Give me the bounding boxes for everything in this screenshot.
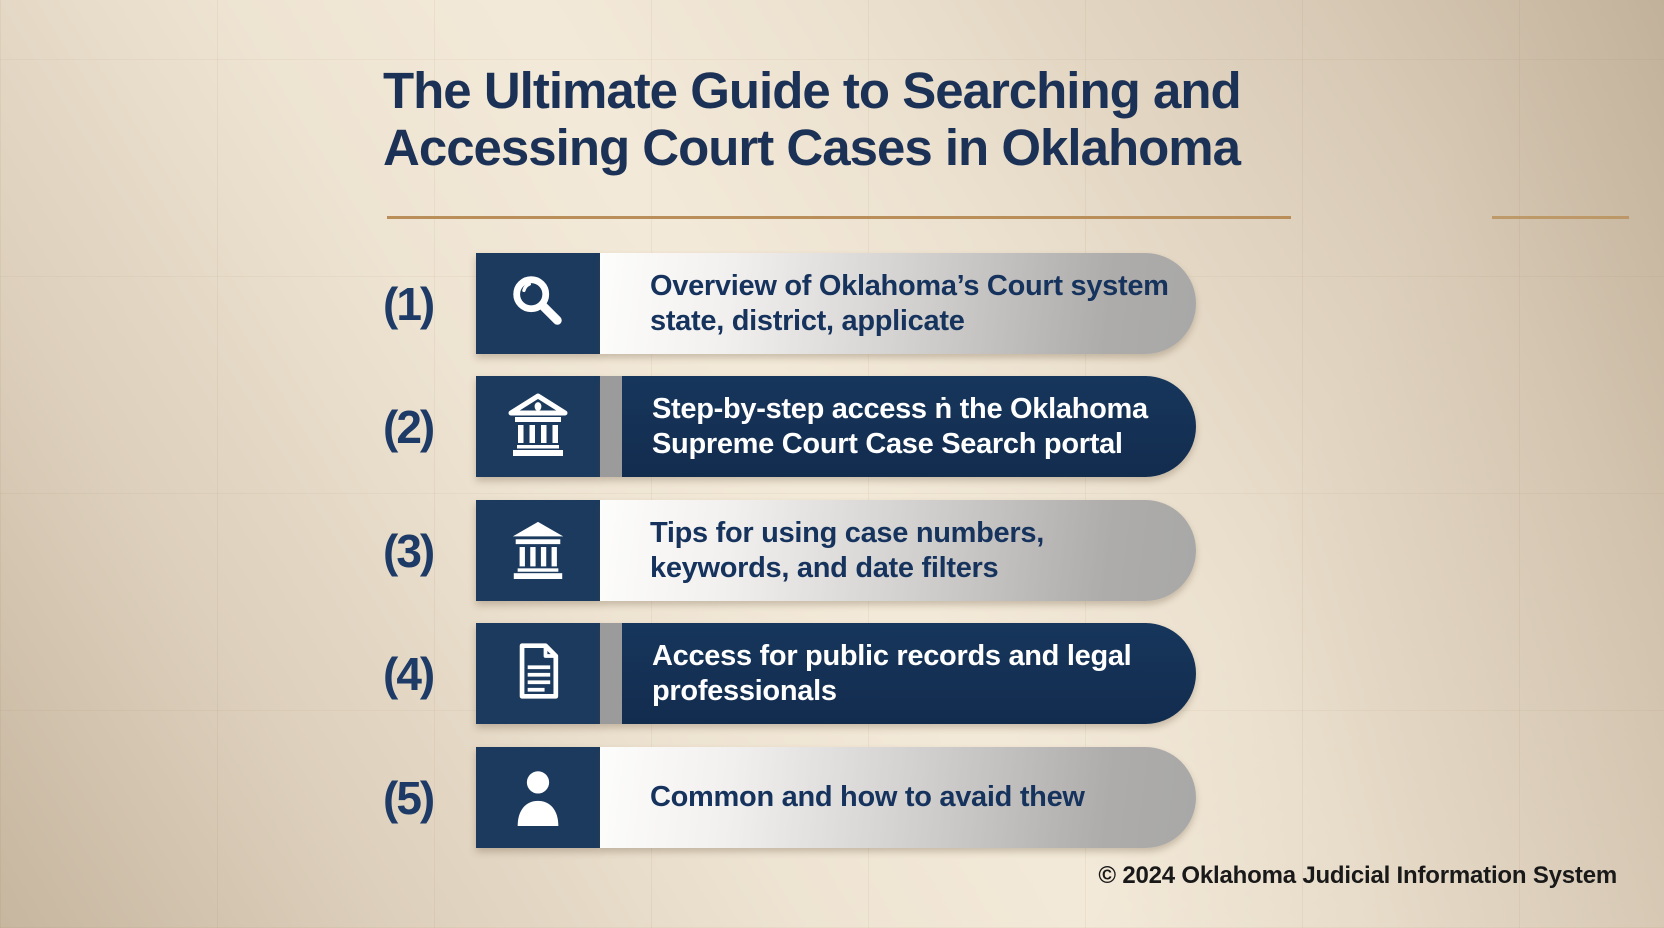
list-item-3: (3) Tips for using case numbers, keyword… bbox=[383, 500, 1196, 601]
item-text-line2: professionals bbox=[652, 674, 837, 707]
item-number: (2) bbox=[383, 400, 435, 453]
list-item-5: (5) Common and how to avaid thew bbox=[383, 747, 1196, 848]
item-icon-box bbox=[476, 500, 600, 601]
item-bar: Access for public records and legal prof… bbox=[600, 623, 1196, 724]
courthouse-icon bbox=[506, 392, 570, 461]
list-item-1: (1) Overview of Oklahoma’s Court system … bbox=[383, 253, 1196, 354]
courthouse-icon bbox=[507, 517, 569, 584]
item-bar: Tips for using case numbers, keywords, a… bbox=[600, 500, 1196, 601]
item-bar: Overview of Oklahoma’s Court system stat… bbox=[600, 253, 1196, 354]
item-text-line1: Tips for using case numbers, bbox=[650, 516, 1044, 549]
item-number: (1) bbox=[383, 277, 435, 330]
item-icon-box bbox=[476, 623, 600, 724]
page-title-line1: The Ultimate Guide to Searching and bbox=[383, 62, 1242, 119]
search-icon bbox=[507, 270, 569, 337]
title-divider-dash bbox=[1492, 216, 1629, 219]
item-icon-box bbox=[476, 747, 600, 848]
list-item-2: (2) Step-by-step access ṅ the Oklahoma S… bbox=[383, 376, 1196, 477]
item-text-line1: Step-by-step access ṅ the Oklahoma bbox=[652, 392, 1148, 425]
person-icon bbox=[507, 764, 569, 831]
item-bar: Step-by-step access ṅ the Oklahoma Supre… bbox=[600, 376, 1196, 477]
item-number: (3) bbox=[383, 524, 435, 577]
item-number: (4) bbox=[383, 647, 435, 700]
item-text-line1: Overview of Oklahoma’s Court system bbox=[650, 269, 1169, 302]
item-icon-box bbox=[476, 376, 600, 477]
item-icon-box bbox=[476, 253, 600, 354]
item-text-line1: Common and how to avaid thew bbox=[650, 781, 1085, 813]
page-title: The Ultimate Guide to Searching and Acce… bbox=[383, 62, 1343, 176]
document-icon bbox=[508, 641, 568, 706]
page-title-line2: Accessing Court Cases in Oklahoma bbox=[383, 119, 1241, 176]
item-bar: Common and how to avaid thew bbox=[600, 747, 1196, 848]
item-number: (5) bbox=[383, 771, 435, 824]
item-text-line2: state, district, applicate bbox=[650, 304, 965, 337]
item-text-line1: Access for public records and legal bbox=[652, 639, 1132, 672]
footer-copyright: © 2024 Oklahoma Judicial Information Sys… bbox=[1098, 862, 1617, 889]
title-divider bbox=[387, 216, 1291, 219]
item-text-line2: keywords, and date filters bbox=[650, 551, 999, 584]
item-text-line2: Supreme Court Case Search portal bbox=[652, 427, 1123, 460]
list-item-4: (4) Access for public records and legal … bbox=[383, 623, 1196, 724]
